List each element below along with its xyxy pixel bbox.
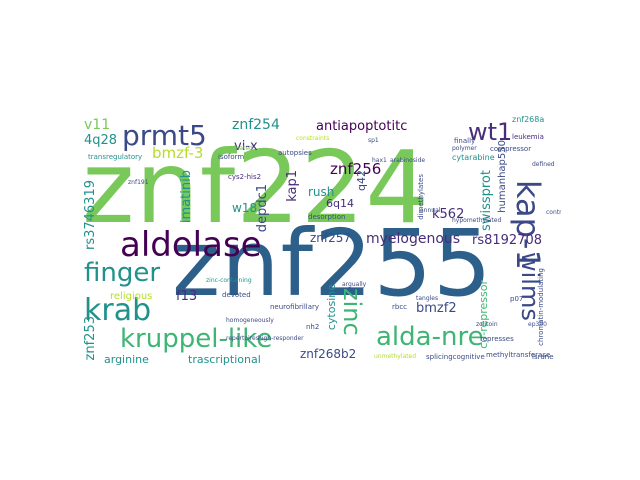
word-rush: rush [308, 185, 335, 199]
word-leukemia: leukemia [512, 133, 544, 141]
word-kap1: kap1 [285, 170, 300, 202]
word-unmethylated: unmethylated [374, 353, 417, 360]
word-f13: f13 [176, 289, 198, 304]
word-znf253: znf253 [83, 316, 98, 361]
word-znf256: znf256 [330, 160, 382, 178]
word-prmt5: prmt5 [122, 119, 207, 152]
word-arabinoside: arabinoside [390, 157, 426, 164]
word-ep300: ep300 [528, 321, 547, 328]
word-wt1: wt1 [468, 118, 513, 146]
word-reminated: reminated [222, 145, 253, 152]
word-methyltransferase: methyltransferase [486, 351, 551, 359]
word-finally: finally [454, 137, 476, 145]
word-constraints: constraints [296, 135, 330, 142]
word-hax1: hax1 [372, 157, 387, 164]
word-q42: q42 [355, 170, 368, 191]
word-kruppel-like: kruppel-like [120, 324, 273, 354]
word-6q14: 6q14 [326, 197, 354, 210]
word-trascriptional: trascriptional [188, 353, 261, 366]
word-vi-x: vi-x [234, 139, 258, 154]
word-bmzf-3: bmzf-3 [152, 144, 204, 162]
word-znf224: znf224 [82, 129, 430, 246]
word-k562: k562 [432, 207, 465, 222]
word-splicingcognitive: splicingcognitive [426, 353, 485, 361]
word-zolitoin: zolitoin [476, 321, 498, 328]
word-kap-1: kap-1 [509, 180, 547, 270]
word-high-responder: high-responder [258, 335, 304, 342]
word-devoted: devoted [222, 291, 251, 299]
word-imatinib: imatinib [179, 170, 194, 224]
word-4q28: 4q28 [84, 133, 118, 148]
word-wilms: wilms [516, 252, 544, 321]
word-znf268a: znf268a [512, 115, 545, 124]
word-chromatin-modulating: chromatin-modulating [537, 268, 545, 346]
word-znf255: znf255 [172, 210, 493, 317]
word-znf191: znf191 [128, 179, 149, 186]
word-sp1: sp1 [368, 137, 379, 144]
word-zinc-containing: zinc-containing [206, 277, 252, 284]
word-cytosine: cytosine [325, 284, 338, 331]
word-corepressor: corepressor [490, 145, 532, 153]
word-hypomethylated: hypomethylated [452, 217, 502, 224]
word-desorption: desorption [308, 213, 346, 221]
word-p07: p07 [510, 295, 524, 303]
word-znf257: znf257 [310, 231, 352, 245]
word-znf268b2: znf268b2 [300, 347, 357, 361]
word-krab: krab [84, 293, 152, 328]
word-zinc: zinc [338, 288, 366, 336]
word-contrary: contrary [546, 209, 561, 216]
word-depdc1: depdc1 [255, 184, 270, 233]
word-nh2: nh2 [306, 323, 320, 331]
word-homogeneously: homogeneously [226, 317, 274, 324]
word-defined: defined [532, 161, 555, 168]
word-cytarabine: cytarabine [452, 153, 495, 162]
word-argually: argually [342, 281, 367, 288]
word-aldolase: aldolase [120, 225, 262, 265]
word-rbcc: rbcc [392, 303, 408, 311]
word-v11: v11 [84, 117, 111, 133]
word-transregulatory: transregulatory [88, 153, 143, 161]
word-antiapoptotic: antiapoptotitc [316, 119, 408, 134]
word-polymer: polymer [452, 145, 477, 152]
word-w18: w18 [232, 201, 258, 215]
word-religious: religious [110, 291, 153, 302]
word-repertoires: repertoires [226, 335, 259, 342]
word-lsrane: lsrane [532, 353, 554, 361]
word-autopsies: autopsies [278, 149, 312, 157]
word-rs8192708: rs8192708 [472, 233, 543, 248]
word-cys2-his2: cys2-his2 [228, 173, 262, 181]
word-annual: annual [420, 207, 441, 214]
word-represses: represses [480, 335, 514, 343]
word-cloud: znf224 znf255 aldolase kap-1 krab kruppe… [80, 110, 561, 370]
word-myelogenous: myelogenous [366, 231, 461, 247]
word-isoform: isoform [218, 153, 245, 161]
word-bmzf2: bmzf2 [416, 301, 457, 316]
word-alda-nre: alda-nre [376, 322, 484, 352]
word-rs3746319: rs3746319 [83, 180, 98, 251]
word-tangles: tangles [416, 295, 439, 302]
word-finger: finger [84, 258, 161, 288]
word-arginine: arginine [104, 353, 149, 366]
word-znf254: znf254 [232, 117, 280, 133]
word-neurofibrillary: neurofibrillary [270, 303, 320, 311]
